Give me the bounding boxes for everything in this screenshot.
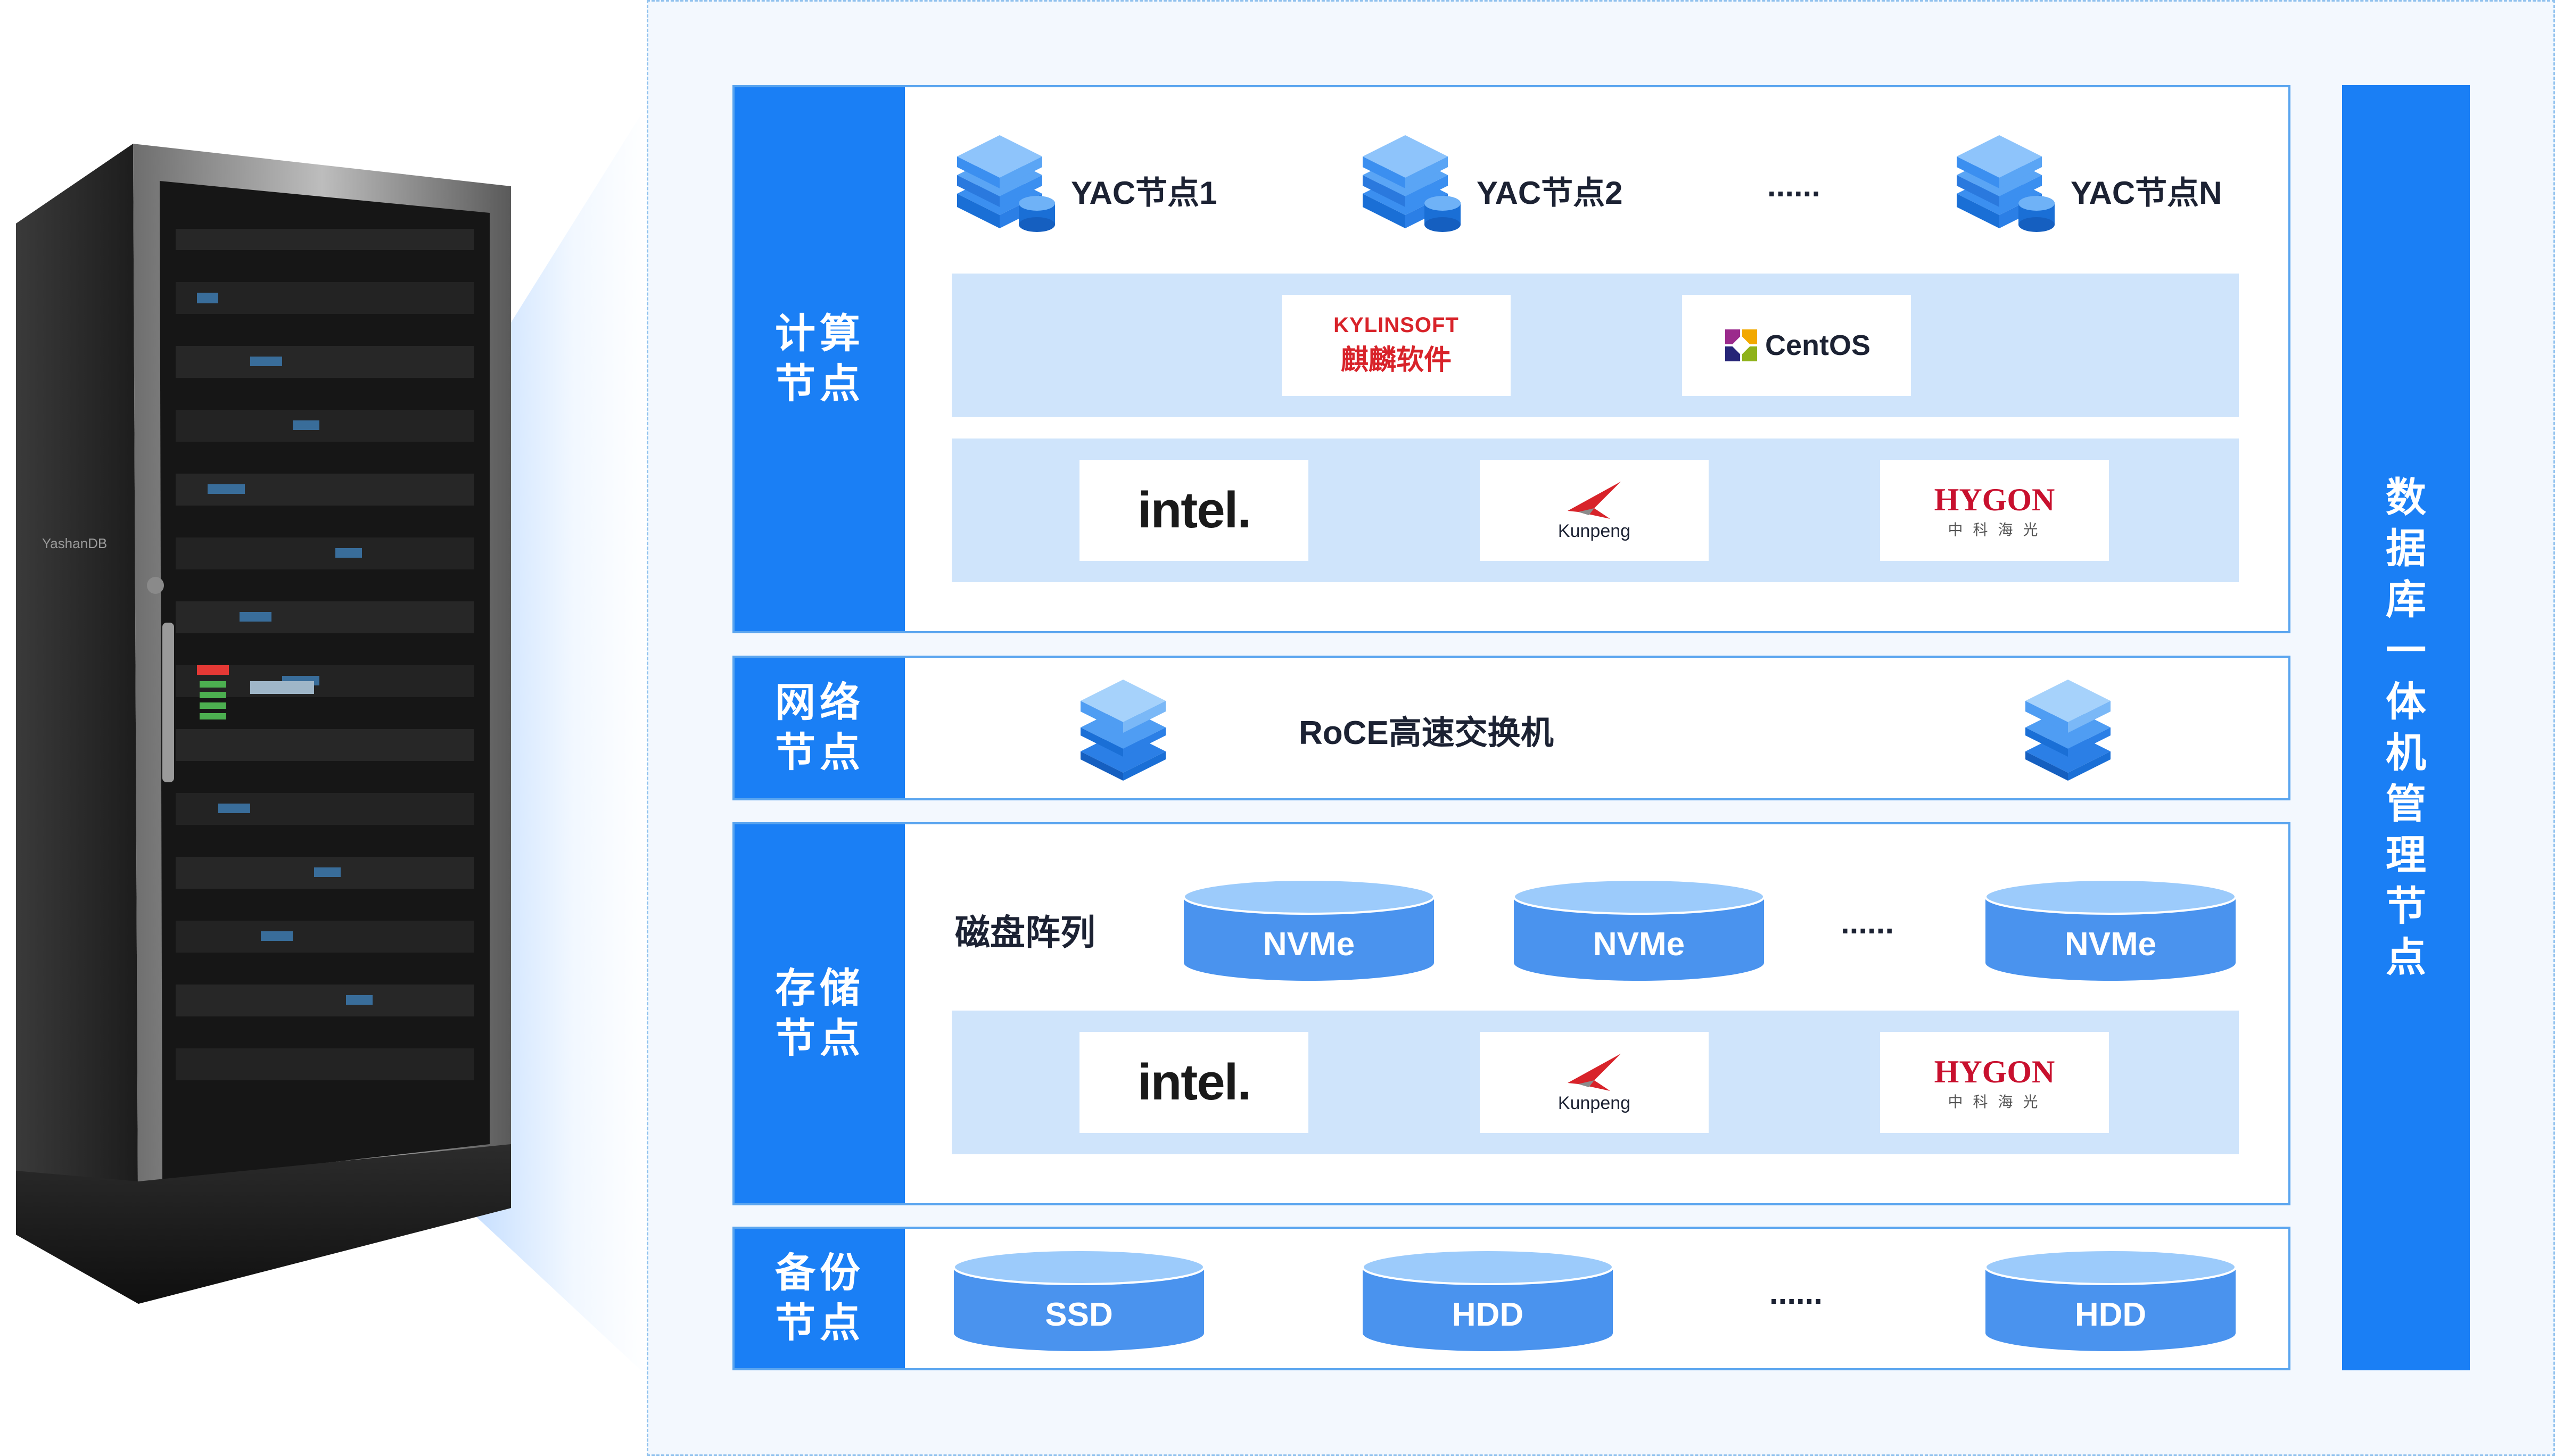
cpu-band: intel. Kunpeng HYGON 中 科 海 光	[952, 439, 2239, 582]
yac-node-2-label: YAC节点2	[1477, 175, 1623, 211]
server-rack-image: YashanDB	[16, 144, 511, 1304]
compute-node-label: 计算节点	[735, 87, 905, 631]
hdd-disk: HDD	[1983, 1248, 2238, 1354]
backup-node-row: 备份节点 SSD HDD ...... HDD	[732, 1227, 2290, 1370]
ssd-disk: SSD	[952, 1248, 1206, 1354]
compute-ellipsis: ......	[1767, 168, 1821, 203]
nvme-disk: NVMe	[1983, 878, 2238, 984]
management-node-label: 数据库一体机管理节点	[2386, 475, 2426, 980]
kylinsoft-logo: KYLINSOFT 麒麟软件	[1282, 295, 1511, 396]
centos-logo: CentOS	[1682, 295, 1911, 396]
rack-brand: YashanDB	[42, 535, 107, 551]
intel-logo: intel.	[1079, 1032, 1308, 1133]
switch-icon	[2025, 680, 2111, 781]
storage-ellipsis: ......	[1841, 905, 1894, 940]
yac-node-1-label: YAC节点1	[1071, 175, 1217, 211]
storage-node-row: 存储节点 磁盘阵列 NVMe NVMe ...... NVMe intel.	[732, 822, 2290, 1205]
network-node-row: 网络节点 RoCE高速交换机	[732, 656, 2290, 800]
server-stack-icon	[957, 135, 1055, 232]
server-stack-icon	[1957, 135, 2055, 232]
management-node-bar: 数据库一体机管理节点	[2342, 85, 2470, 1370]
backup-node-label: 备份节点	[735, 1229, 905, 1368]
kunpeng-bird-icon	[1567, 482, 1621, 519]
storage-cpu-band: intel. Kunpeng HYGON 中 科 海 光	[952, 1011, 2239, 1154]
hdd-disk: HDD	[1361, 1248, 1615, 1354]
switch-icon	[1081, 680, 1166, 781]
centos-icon	[1725, 329, 1757, 361]
roce-switch-label: RoCE高速交换机	[1299, 715, 1554, 751]
network-node-label: 网络节点	[735, 658, 905, 798]
hygon-logo: HYGON 中 科 海 光	[1880, 460, 2109, 561]
kunpeng-logo: Kunpeng	[1480, 460, 1709, 561]
os-band: KYLINSOFT 麒麟软件 CentOS	[952, 274, 2239, 417]
disk-array-label: 磁盘阵列	[955, 913, 1095, 952]
nvme-disk: NVMe	[1512, 878, 1766, 984]
intel-logo: intel.	[1079, 460, 1308, 561]
backup-ellipsis: ......	[1769, 1275, 1823, 1311]
storage-node-label: 存储节点	[735, 824, 905, 1203]
kunpeng-bird-icon	[1567, 1054, 1621, 1091]
kunpeng-logo: Kunpeng	[1480, 1032, 1709, 1133]
yac-node-n-label: YAC节点N	[2071, 175, 2222, 211]
server-stack-icon	[1363, 135, 1461, 232]
nvme-disk: NVMe	[1182, 878, 1436, 984]
compute-node-row: 计算节点 YAC节点1	[732, 85, 2290, 633]
hygon-logo: HYGON 中 科 海 光	[1880, 1032, 2109, 1133]
